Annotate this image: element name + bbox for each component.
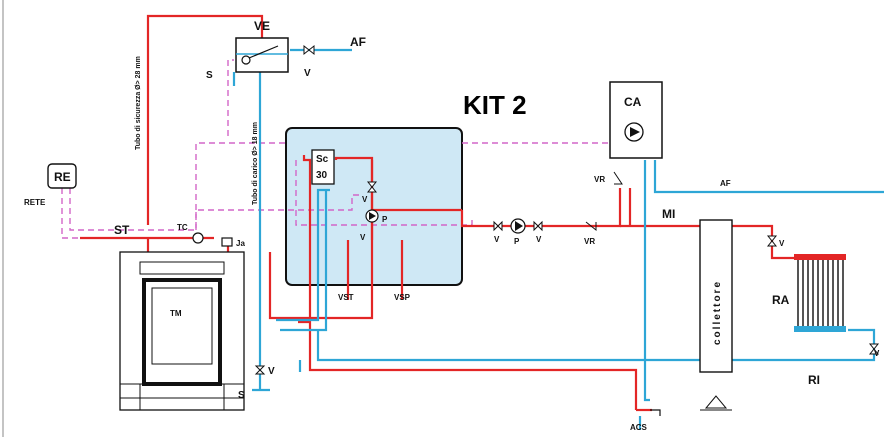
sc-label: Sc: [316, 154, 329, 165]
return-valve-icon: [868, 343, 880, 355]
af-top-label: AF: [350, 35, 366, 49]
ra-label: RA: [772, 293, 790, 307]
v-kit1-label: V: [362, 195, 368, 204]
kit2-title: KIT 2: [463, 90, 527, 120]
ca-label: CA: [624, 95, 642, 109]
check-valve-mid-icon: [585, 221, 597, 232]
v-kit2-label: V: [360, 233, 366, 242]
flow-pipes: [80, 14, 794, 412]
v-bot-label: V: [268, 366, 275, 377]
return-pipes: [232, 44, 884, 430]
re-label: RE: [54, 170, 71, 184]
v-b-label: V: [536, 235, 542, 244]
p-kit-label: P: [382, 215, 388, 224]
ja-label: Ja: [236, 239, 245, 248]
regulator-box: [47, 163, 77, 189]
radiator: [794, 254, 846, 332]
check-valve-ca-icon: [613, 171, 623, 185]
acs-label: ACS: [630, 423, 648, 432]
tap-icon: [650, 409, 661, 416]
tm-label: TM: [170, 309, 182, 318]
sc30-label: 30: [316, 170, 328, 181]
kit-pump-arrow-icon: [369, 212, 376, 220]
pump-arrow-icon: [515, 221, 523, 231]
ca-pump-arrow-icon: [630, 127, 640, 137]
ve-label: VE: [254, 19, 270, 33]
vsp-label: VSP: [394, 293, 411, 302]
vr-ca-label: VR: [594, 175, 605, 184]
af-right-label: AF: [720, 179, 731, 188]
radiator-valve-icon: [766, 235, 778, 247]
v-ri-label: V: [874, 349, 880, 358]
st-label: ST: [114, 223, 130, 237]
s-top-label: S: [206, 70, 213, 81]
boiler: [119, 251, 245, 411]
valve-top-icon: [303, 44, 315, 56]
v-a-label: V: [494, 235, 500, 244]
mi-label: MI: [662, 207, 675, 221]
drain-valve-icon: [254, 365, 266, 375]
collettore-label: collettore: [712, 280, 723, 345]
ca-box: [609, 81, 663, 159]
rete-label: RETE: [24, 198, 46, 207]
collettore-box: [699, 219, 733, 373]
vst-label: VST: [338, 293, 354, 302]
load-pipe-label: Tubo di carico Ø> 18 mm: [252, 122, 259, 205]
air-vent-icon: [221, 237, 233, 247]
tc-label: TC: [177, 223, 188, 232]
ri-label: RI: [808, 373, 820, 387]
valve-a-icon: [493, 220, 503, 232]
safety-pipe-label: Tubo di sicurezza Ø> 28 mm: [135, 56, 142, 150]
p-mid-label: P: [514, 237, 520, 246]
s-bot-label: S: [238, 390, 245, 401]
v-top-label: V: [304, 68, 311, 79]
vr-mid-label: VR: [584, 237, 595, 246]
check-valve-icon: [366, 181, 378, 193]
valve-b-icon: [533, 220, 543, 232]
thermometer-icon: [192, 232, 204, 244]
v-ra-label: V: [779, 239, 785, 248]
ground-support-icon: [700, 395, 732, 411]
expansion-vessel: [235, 37, 289, 73]
scaldacqua-box: [311, 149, 335, 185]
